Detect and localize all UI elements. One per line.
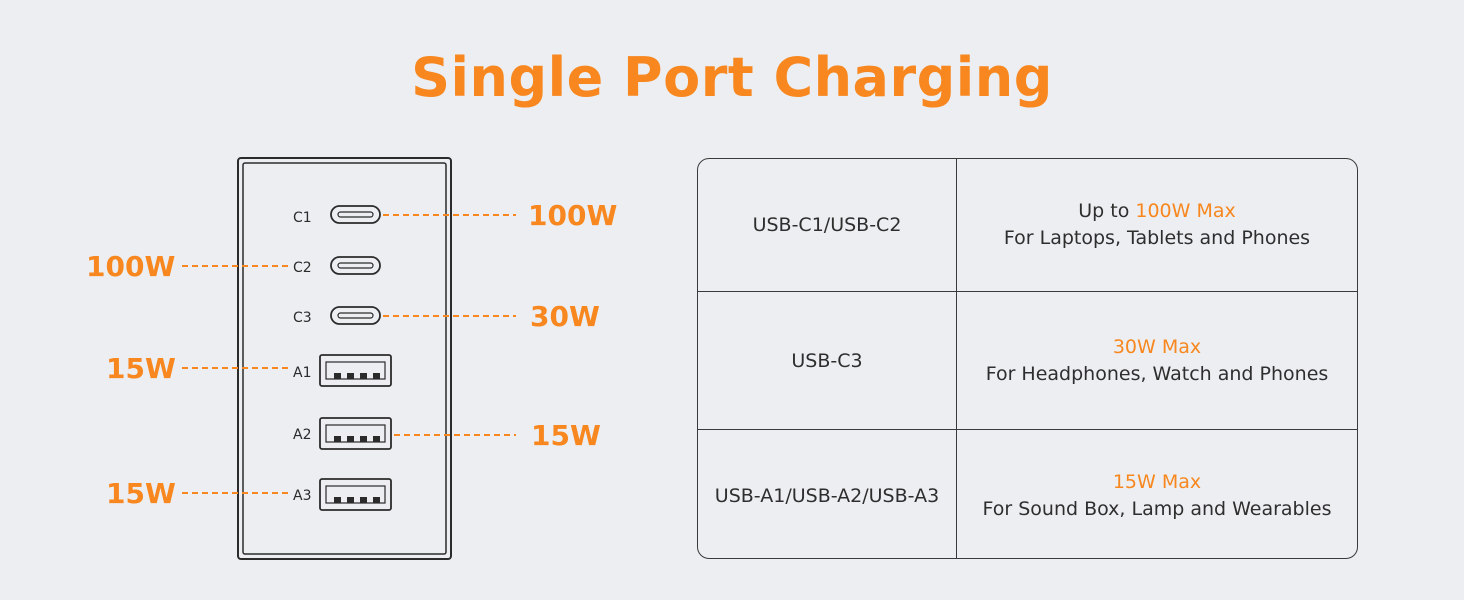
port-label-c1: C1 [293,210,312,226]
usb-c-port-icon [330,256,381,275]
device-description: For Headphones, Watch and Phones [985,363,1329,385]
power-desc-cell: Up to 100W Max For Laptops, Tablets and … [957,159,1357,291]
port-label-a2: A2 [293,427,311,443]
table-row: USB-C3 30W Max For Headphones, Watch and… [698,291,1357,430]
power-desc-cell: 30W Max For Headphones, Watch and Phones [957,292,1357,430]
power-highlight: 100W Max [1135,200,1236,222]
port-label-a3: A3 [293,488,311,504]
page-title: Single Port Charging [411,46,1053,109]
power-desc-cell: 15W Max For Sound Box, Lamp and Wearable… [957,430,1357,558]
port-name-cell: USB-A1/USB-A2/USB-A3 [698,430,957,558]
power-prefix: Up to [1078,200,1136,222]
port-name-cell: USB-C3 [698,292,957,430]
usb-c-port-icon [330,205,381,224]
usb-a-port-icon [319,354,392,387]
watt-label-c2: 100W [86,250,175,283]
charger-body-inner [242,162,447,555]
usb-a-port-icon [319,417,392,450]
table-row: USB-C1/USB-C2 Up to 100W Max For Laptops… [698,159,1357,291]
device-description: For Sound Box, Lamp and Wearables [982,497,1332,520]
power-line: 30W Max [1113,334,1201,361]
usb-a-port-icon [319,478,392,511]
port-label-a1: A1 [293,365,311,381]
table-row: USB-A1/USB-A2/USB-A3 15W Max For Sound B… [698,429,1357,558]
port-label-c3: C3 [293,310,312,326]
usb-c-port-icon [330,306,381,325]
port-label-c2: C2 [293,260,312,276]
power-line: Up to 100W Max [1078,198,1236,225]
watt-label-a1: 15W [106,352,176,385]
power-highlight: 15W Max [1112,470,1202,493]
watt-label-c3: 30W [530,300,600,333]
power-highlight: 30W Max [1112,336,1202,358]
charger-body-outer [237,157,452,560]
port-spec-table: USB-C1/USB-C2 Up to 100W Max For Laptops… [697,158,1358,559]
watt-label-c1: 100W [528,199,617,232]
watt-label-a3: 15W [106,477,176,510]
watt-label-a2: 15W [531,419,601,452]
device-description: For Laptops, Tablets and Phones [1003,227,1311,249]
power-line: 15W Max [1113,469,1201,496]
port-name-cell: USB-C1/USB-C2 [698,159,957,291]
